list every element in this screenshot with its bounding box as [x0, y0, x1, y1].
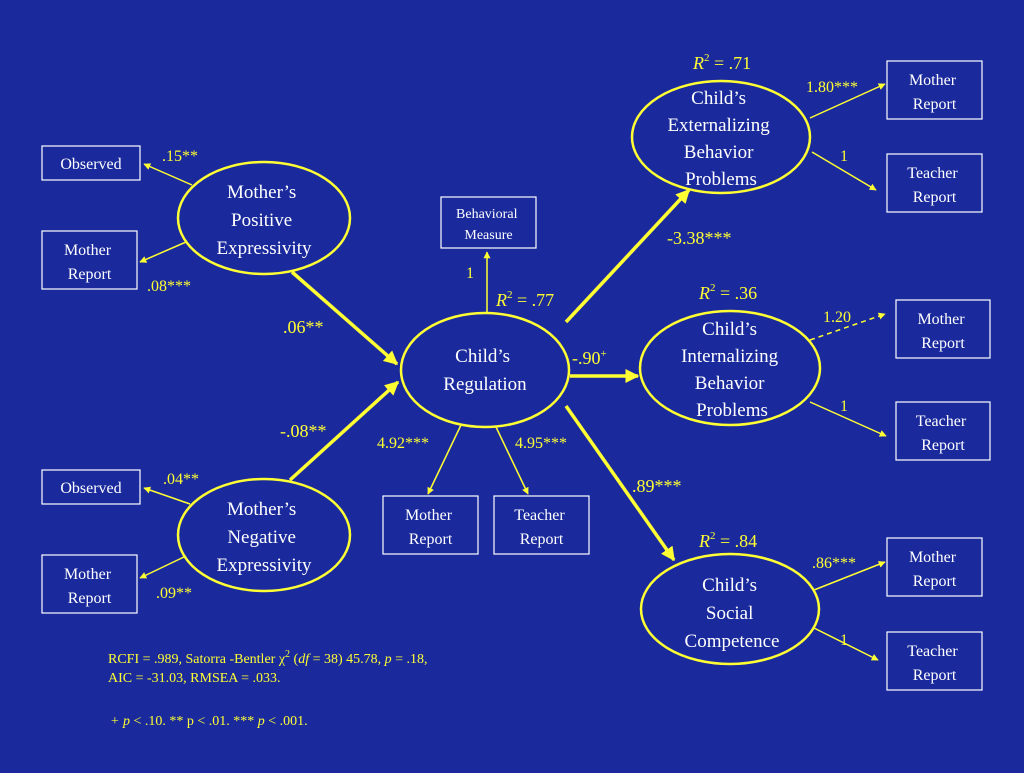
arrow-ext-teacher-report [811, 151, 877, 191]
svg-text:Teacher Report: Teacher Report [907, 165, 961, 206]
r2-social: R2 = .84 [698, 530, 757, 551]
coef-mpe-regulation: .06** [283, 317, 324, 337]
loading-mpe-observed: .15** [162, 148, 198, 165]
mothers-positive-expressivity-oval: Mother’s Positive Expressivity [176, 160, 352, 276]
arrow-reg-mother-report [427, 424, 462, 495]
int-mother-report-box: Mother Report [895, 299, 991, 359]
svg-text:Teacher Report: Teacher Report [916, 413, 970, 454]
r2-regulation: R2 = .77 [495, 289, 554, 310]
loading-reg-teacher-report: 4.95*** [515, 435, 567, 452]
loading-mne-observed: .04** [163, 471, 199, 488]
reg-teacher-report-box: Teacher Report [493, 495, 590, 555]
mpe-mother-report-box: Mother Report [41, 230, 138, 290]
mpe-observed-box: Observed [41, 145, 141, 181]
ext-teacher-report-box: Teacher Report [886, 153, 983, 213]
coef-regulation-social: .89*** [632, 476, 682, 496]
r2-externalizing: R2 = .71 [692, 52, 751, 73]
ext-mother-report-box: Mother Report [886, 60, 983, 120]
svg-text:Child’s Social Com: Child’s Social Competence [685, 575, 780, 652]
path-regulation-to-social [564, 404, 676, 562]
arrow-int-mother-report [809, 312, 886, 341]
arrow-mpe-mother-report [139, 241, 187, 263]
arrow-mne-observed [143, 486, 191, 505]
svg-text:Observed: Observed [60, 156, 121, 173]
arrow-int-teacher-report [809, 401, 887, 437]
arrow-soc-teacher-report [813, 627, 879, 661]
fit-statistics-line-2: AIC = -31.03, RMSEA = .033. [108, 671, 281, 686]
loading-mne-mother-report: .09** [156, 585, 192, 602]
loading-int-mother-report: 1.20 [823, 309, 851, 326]
loading-mpe-mother-report: .08*** [147, 278, 191, 295]
loading-int-teacher-report: 1 [840, 398, 848, 415]
soc-mother-report-box: Mother Report [886, 537, 983, 597]
reg-mother-report-box: Mother Report [382, 495, 479, 555]
mne-observed-box: Observed [41, 469, 141, 505]
path-mpe-to-regulation [290, 270, 399, 366]
svg-text:Observed: Observed [60, 480, 121, 497]
arrow-mpe-observed [143, 163, 193, 186]
coef-regulation-externalizing: -3.38*** [667, 228, 732, 248]
svg-text:Mother Report: Mother Report [909, 549, 960, 590]
svg-text:Mother Report: Mother Report [405, 507, 456, 548]
coef-mne-regulation: -.08** [280, 421, 327, 441]
arrow-mne-mother-report [139, 555, 187, 579]
coef-regulation-internalizing: -.90+ [572, 348, 607, 368]
behavioral-measure-box: Behavioral Measure [440, 196, 537, 249]
fit-statistics-line-1: RCFI = .989, Satorra -Bentler χ2 (df = 3… [108, 649, 428, 667]
svg-text:Teacher Report: Teacher Report [907, 643, 961, 684]
svg-text:Child’s Externalizing: Child’s Externalizing Behavior Problems [667, 88, 774, 190]
childs-regulation-oval: Child’s Regulation [399, 311, 571, 429]
childs-social-competence-oval: Child’s Social Competence [639, 552, 821, 666]
svg-text:Mother Report: Mother Report [64, 242, 115, 283]
path-regulation-to-externalizing [564, 188, 691, 324]
arrow-soc-mother-report [813, 561, 886, 591]
arrow-reg-teacher-report [495, 426, 529, 495]
svg-text:Mother Report: Mother Report [909, 72, 960, 113]
soc-teacher-report-box: Teacher Report [886, 631, 983, 691]
significance-note: + p < .10. ** p < .01. *** p < .001. [110, 714, 308, 729]
loading-soc-teacher-report: 1 [840, 632, 848, 649]
svg-text:Mother Report: Mother Report [64, 566, 115, 607]
svg-text:Child’s Regulation: Child’s Regulation [443, 346, 527, 395]
arrow-ext-mother-report [809, 83, 886, 119]
loading-ext-mother-report: 1.80*** [806, 79, 858, 96]
path-mne-to-regulation [288, 380, 400, 482]
loading-behavioral: 1 [466, 265, 474, 282]
svg-text:Mother Report: Mother Report [917, 311, 968, 352]
svg-text:Mother’s Positive: Mother’s Positive Expressivity [217, 182, 312, 259]
r2-internalizing: R2 = .36 [698, 282, 757, 303]
mne-mother-report-box: Mother Report [41, 554, 138, 614]
svg-text:Teacher Report: Teacher Report [514, 507, 568, 548]
svg-text:Mother’s Negative: Mother’s Negative Expressivity [217, 499, 312, 576]
mothers-negative-expressivity-oval: Mother’s Negative Expressivity [176, 477, 352, 593]
svg-text:Behavioral Measure: Behavioral Measure [456, 207, 521, 243]
loading-ext-teacher-report: 1 [840, 148, 848, 165]
int-teacher-report-box: Teacher Report [895, 401, 991, 461]
svg-text:Child’s Internalizing: Child’s Internalizing Behavior Problems [681, 319, 783, 421]
loading-soc-mother-report: .86*** [812, 555, 856, 572]
childs-internalizing-oval: Child’s Internalizing Behavior Problems [638, 309, 822, 427]
childs-externalizing-oval: Child’s Externalizing Behavior Problems [630, 79, 812, 195]
loading-reg-mother-report: 4.92*** [377, 435, 429, 452]
